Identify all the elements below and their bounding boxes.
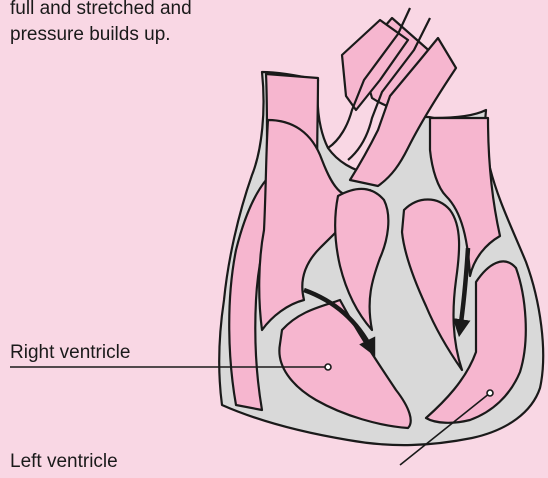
right-ventricle-dot [325, 364, 331, 370]
left-ventricle-dot [487, 390, 493, 396]
heart-outline [219, 8, 543, 445]
